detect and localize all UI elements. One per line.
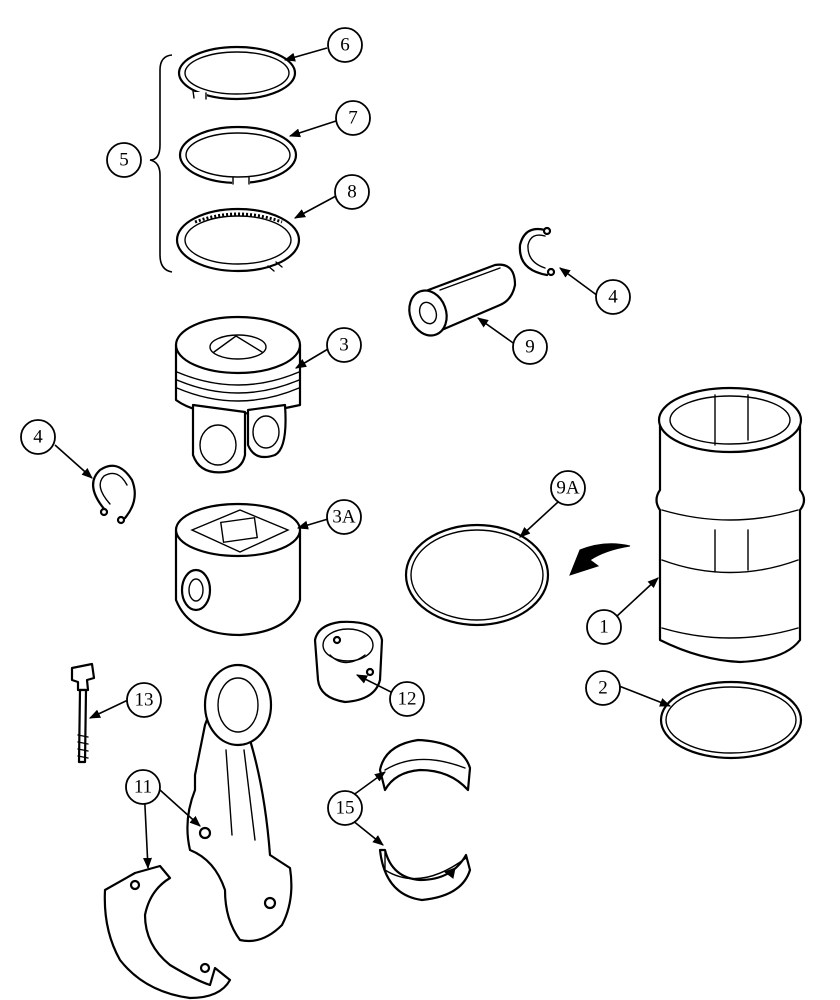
svg-text:3: 3 [339, 335, 349, 356]
svg-text:5: 5 [119, 150, 129, 171]
callout-11: 11 [125, 769, 161, 805]
callout-3: 3 [326, 327, 362, 363]
callout-12: 12 [389, 681, 425, 717]
piston-crown [174, 502, 302, 637]
liner-seal-ring [404, 523, 550, 627]
callout-5: 5 [106, 142, 142, 178]
callout-4-left: 4 [20, 419, 56, 455]
piston [174, 315, 302, 474]
callout-2: 2 [585, 670, 621, 706]
svg-text:4: 4 [33, 427, 43, 448]
svg-text:1: 1 [599, 617, 609, 638]
svg-text:15: 15 [336, 798, 355, 819]
callout-3a: 3A [326, 499, 362, 535]
svg-text:6: 6 [340, 35, 350, 56]
leader-lines [54, 47, 672, 870]
svg-text:2: 2 [598, 678, 608, 699]
callout-9: 9 [512, 329, 548, 365]
svg-text:3A: 3A [332, 507, 356, 528]
callout-13: 13 [126, 682, 162, 718]
callout-7: 7 [335, 100, 371, 136]
callout-9a: 9A [550, 470, 586, 506]
connecting-rod-cap [103, 864, 232, 1000]
install-direction-arrow [569, 543, 631, 576]
svg-text:13: 13 [135, 690, 154, 711]
connecting-rod-bushing [313, 620, 384, 704]
snap-ring-left [92, 464, 136, 525]
bearing-shell-upper [378, 738, 472, 792]
svg-text:11: 11 [134, 777, 152, 798]
bearing-shell-lower [378, 848, 472, 902]
callout-15: 15 [327, 790, 363, 826]
connecting-rod [186, 663, 293, 943]
svg-text:9: 9 [525, 337, 535, 358]
snap-ring-right [518, 226, 556, 277]
piston-pin [408, 263, 517, 337]
piston-ring-top [177, 45, 297, 101]
callout-6: 6 [327, 27, 363, 63]
connecting-rod-bolt [70, 662, 96, 764]
callout-8: 8 [334, 174, 370, 210]
svg-text:7: 7 [348, 108, 358, 129]
callout-1: 1 [586, 609, 622, 645]
piston-ring-middle [178, 125, 298, 185]
ring-set-brace [149, 54, 173, 273]
cylinder-liner [655, 386, 806, 664]
svg-text:4: 4 [608, 287, 618, 308]
callout-4-right: 4 [595, 279, 631, 315]
svg-text:12: 12 [398, 689, 417, 710]
svg-text:9A: 9A [556, 478, 580, 499]
piston-ring-oil-control [175, 207, 301, 273]
svg-text:8: 8 [347, 182, 357, 203]
liner-o-ring [659, 680, 803, 760]
